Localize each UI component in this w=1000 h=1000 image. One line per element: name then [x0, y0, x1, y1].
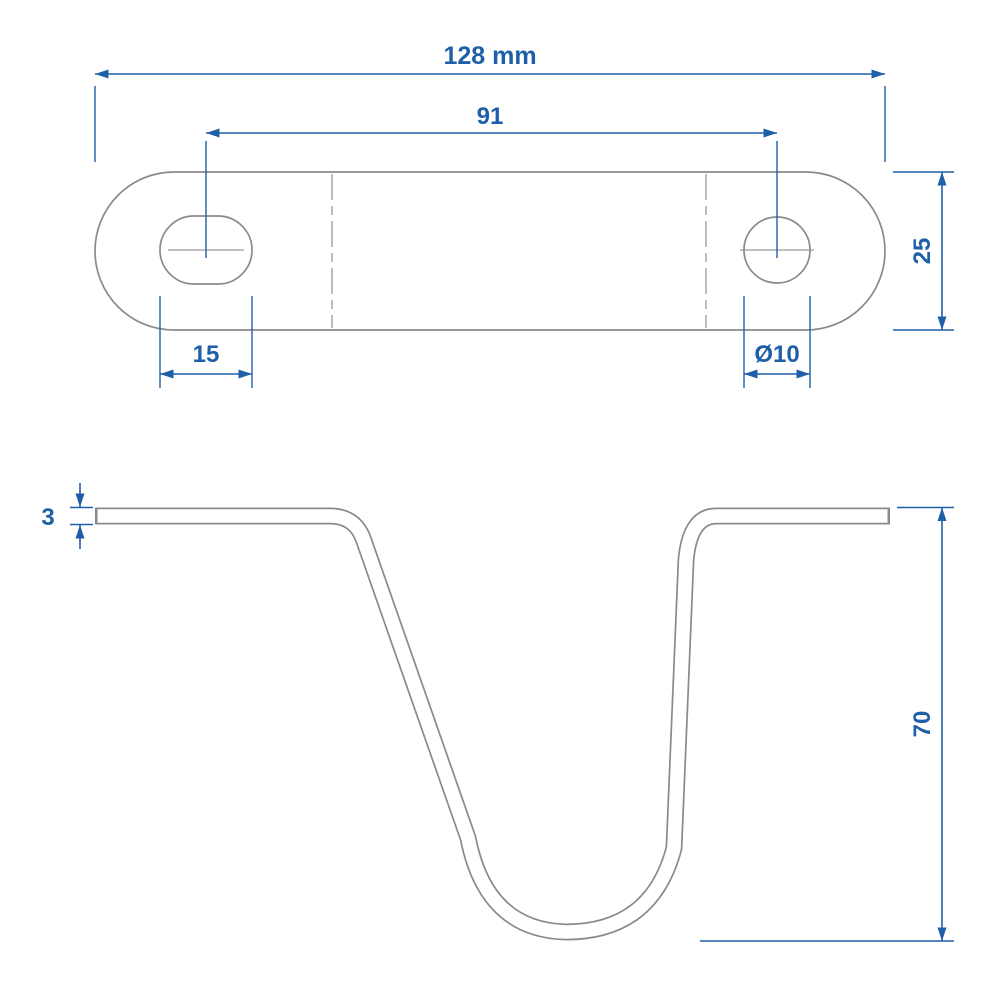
side-profile-outline: [95, 507, 890, 941]
dim-height-label: 70: [909, 711, 936, 738]
side-profile-inner: [97, 509, 888, 939]
dim-overall-length-label: 128 mm: [443, 42, 536, 70]
dim-plate-width-label: 25: [909, 238, 936, 265]
dim-thickness: 3: [41, 483, 93, 549]
dim-thickness-label: 3: [41, 504, 54, 531]
dim-hole-diameter-label: Ø10: [754, 341, 799, 368]
dim-slot-length: 15: [159, 296, 253, 388]
dim-height: 70: [700, 506, 954, 942]
dim-slot-length-label: 15: [193, 341, 220, 368]
top-view: 128 mm 91 25 15 Ø10: [94, 42, 954, 388]
plate-outline: [94, 171, 886, 331]
dim-overall-length: 128 mm: [94, 42, 886, 162]
dim-plate-width: 25: [893, 171, 954, 331]
dim-hole-diameter: Ø10: [743, 296, 811, 388]
side-view: 3 70: [41, 483, 954, 942]
dim-hole-spacing: 91: [205, 103, 778, 258]
dim-hole-spacing-label: 91: [477, 103, 504, 130]
